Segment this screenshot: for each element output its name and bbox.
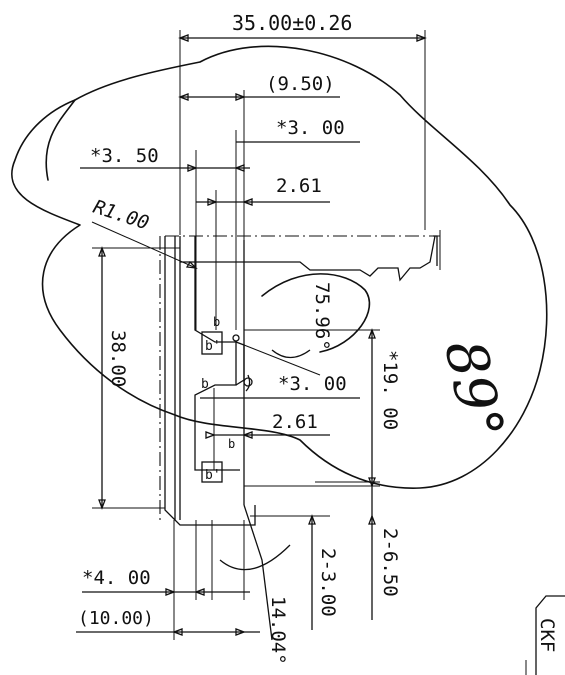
symbol-b-bottom: b [228,437,235,451]
handwritten-angle: 89° [431,334,515,445]
width-3-00-top-label: *3. 00 [276,117,345,139]
spacing-2-6-label: 2-6.50 [379,528,401,597]
corner-stamp-label: CKF [536,618,558,652]
ref-width-label: (9.50) [266,73,335,95]
spacing-2-3-label: 2-3.00 [317,548,339,617]
handwritten-cloud [11,45,548,489]
width-2-61-mid-label: 2.61 [272,411,318,433]
symbol-b-upper: b [213,315,220,329]
width-2-61-mid-dimension: 2.61 [205,411,330,439]
width-2-61-top-label: 2.61 [276,175,322,197]
overall-width-label: 35.00±0.26 [232,11,352,35]
symbol-b-tri-upper: b' [205,339,221,354]
ref-width-10-label: (10.00) [78,608,154,629]
ref-width-dimension: (9.50) [178,73,340,240]
datum-symbols: b b' b b' b [201,315,235,483]
width-3-50-dimension: *3. 50 [80,145,250,330]
height-19-label: *19. 00 [379,350,401,430]
overall-width-dimension: 35.00±0.26 [178,11,427,235]
height-38-dimension: 38.00 [92,246,180,510]
width-2-61-top-dimension: 2.61 [196,175,330,330]
radius-label: R1.00 [90,196,151,235]
corner-stamp: CKF [525,595,565,675]
angle-75-dimension: 75.96° [243,282,333,376]
width-3-50-label: *3. 50 [90,145,159,167]
width-3-00-mid-label: *3. 00 [278,373,347,395]
angle-14-label: 14.04° [267,596,289,665]
symbol-b-tri-lower: b' [205,468,221,483]
height-38-label: 38.00 [107,330,129,387]
symbol-b-lower: b [201,377,209,392]
width-3-00-top-dimension: *3. 00 [235,117,360,330]
angle-75-label: 75.96° [311,282,333,351]
width-4-00-label: *4. 00 [82,567,151,589]
lower-dimensions: *4. 00 (10.00) 2-3.00 2-6.50 14.04° [76,481,401,665]
width-3-00-mid-dimension: *3. 00 [200,373,360,470]
part-outline [159,230,441,526]
height-19-dimension: *19. 00 [244,328,401,488]
